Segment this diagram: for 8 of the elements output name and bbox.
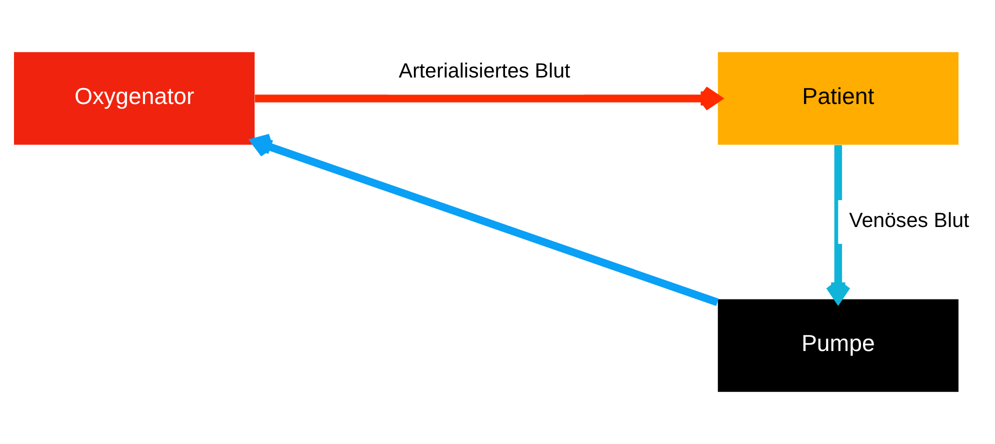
node-box: Pumpe: [718, 299, 958, 392]
arrow: [250, 134, 719, 306]
edge-label: Venöses Blut: [849, 208, 970, 232]
arrow: [826, 145, 851, 304]
node-box: Patient: [718, 52, 958, 145]
edge-label: Arterialisiertes Blut: [398, 60, 570, 83]
node-box: Oxygenator: [14, 52, 255, 145]
arrow: [254, 86, 722, 112]
